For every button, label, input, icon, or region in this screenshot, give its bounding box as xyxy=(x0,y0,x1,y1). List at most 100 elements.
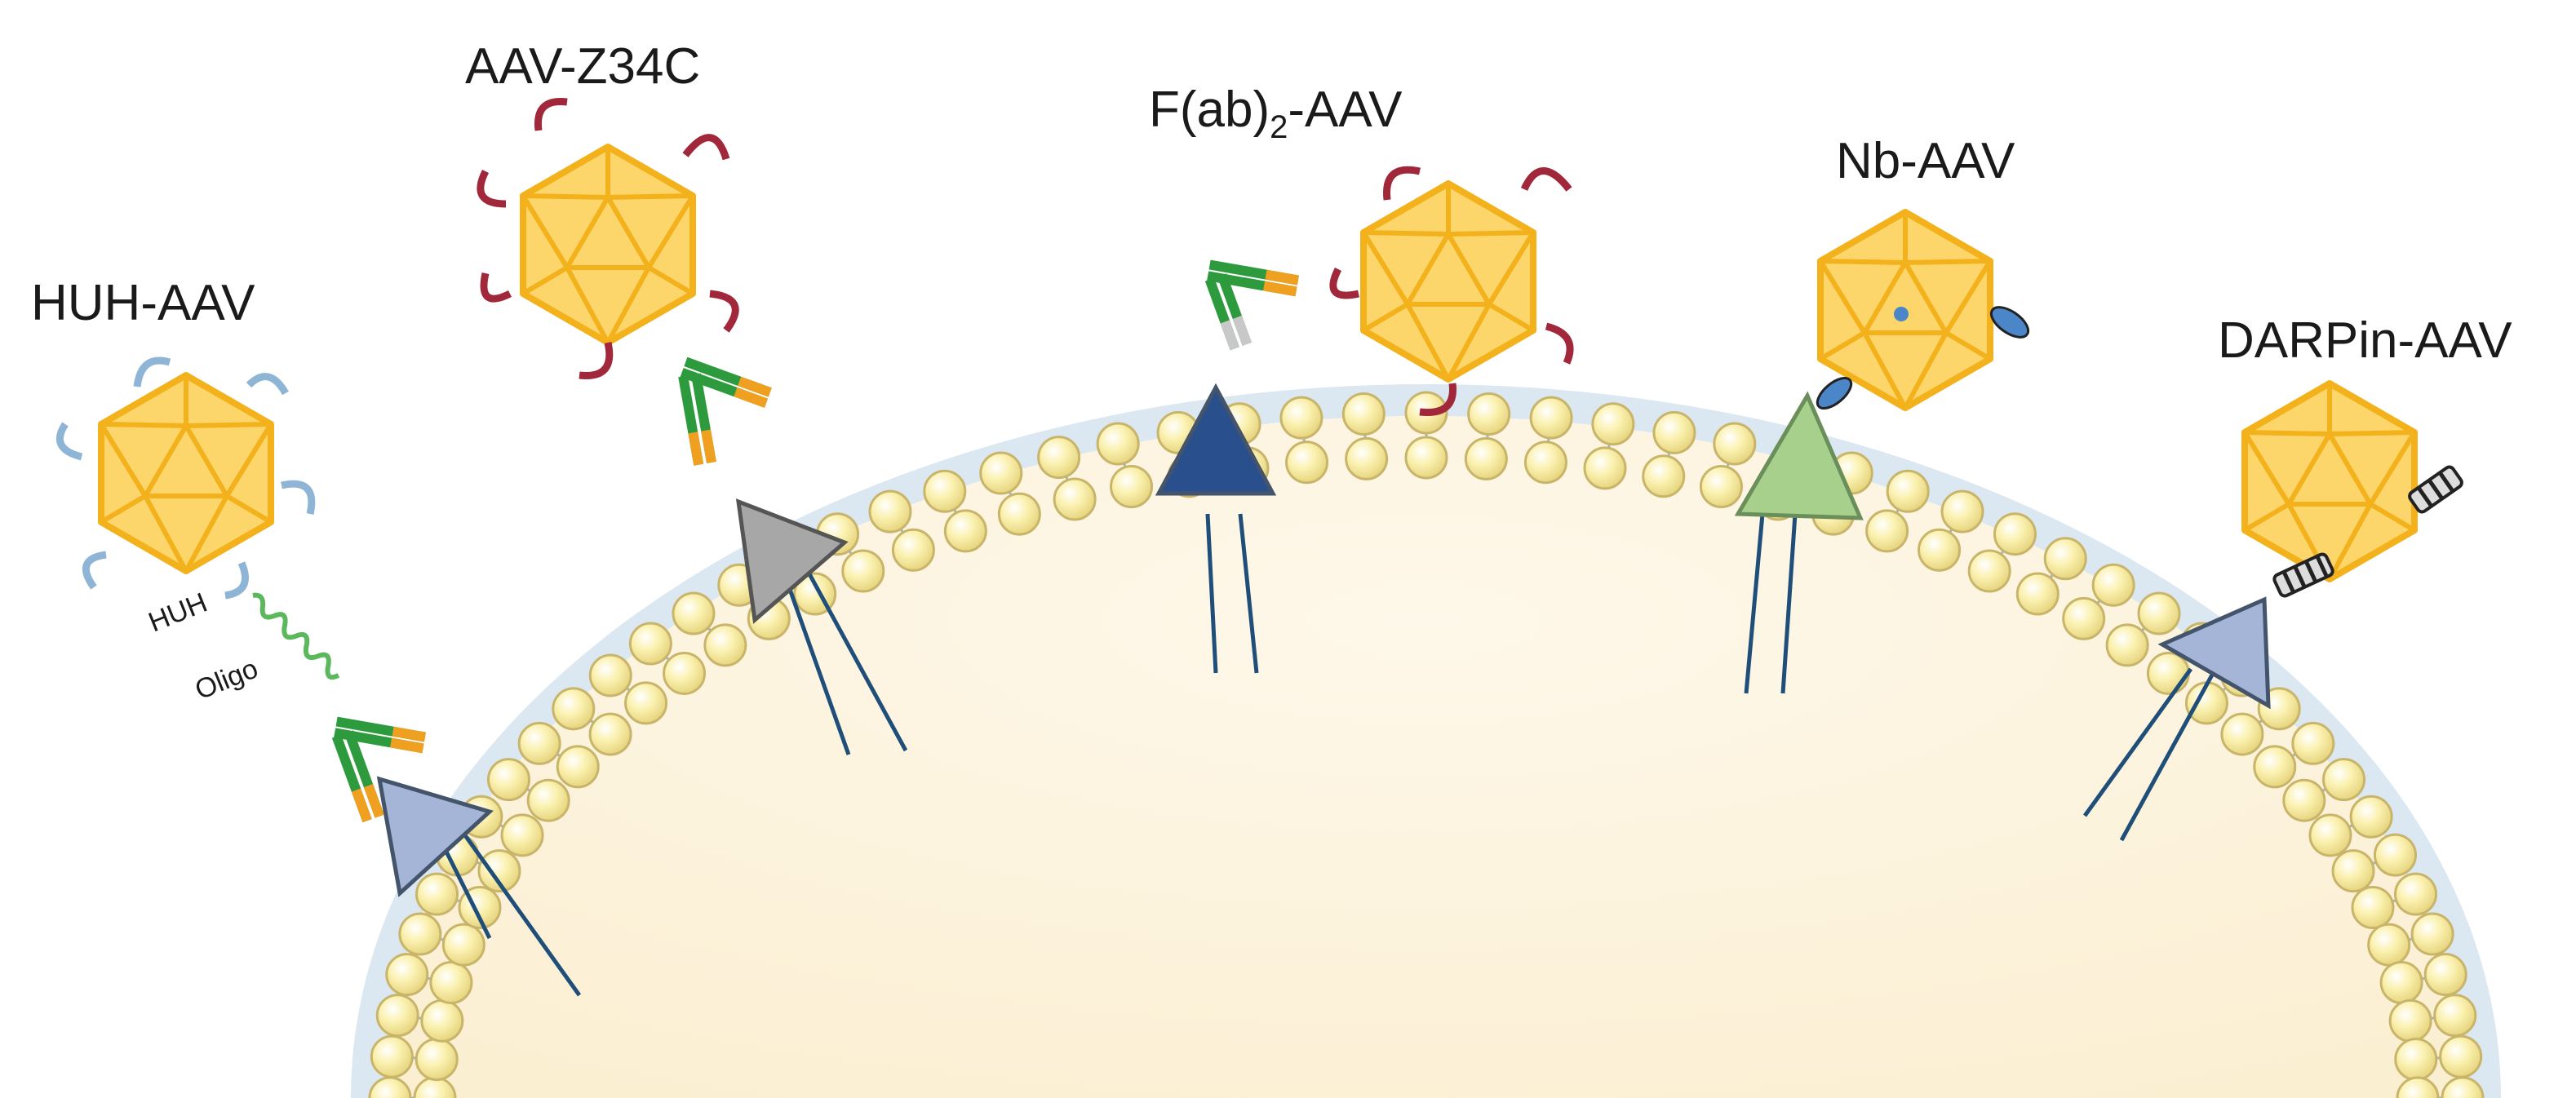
oligo-linker xyxy=(252,592,340,680)
lipid-head xyxy=(1285,441,1329,485)
aav-z34c-construct: AAV-Z34C xyxy=(465,38,783,466)
lipid-head xyxy=(526,778,570,822)
lipid-head xyxy=(1642,454,1686,498)
lipid-head xyxy=(1583,446,1627,490)
lipid-head xyxy=(370,1034,414,1078)
fab2-aav-construct: F(ab)2-AAV xyxy=(1149,82,1574,417)
lipid-head xyxy=(441,923,485,967)
lipid-head xyxy=(1865,509,1909,553)
nanobody-dot xyxy=(1894,307,1909,321)
lipid-head xyxy=(588,712,632,756)
lipid-head xyxy=(1345,436,1389,480)
lipid-head xyxy=(2282,778,2326,822)
lipid-head xyxy=(1341,392,1386,436)
lipid-head xyxy=(2439,1034,2483,1078)
lipid-head xyxy=(1037,436,1081,480)
lipid-head xyxy=(2291,721,2335,765)
darpin-bound xyxy=(2272,552,2334,598)
lipid-head xyxy=(2433,994,2477,1038)
darpin-aav-title: DARPin-AAV xyxy=(2218,312,2512,369)
lipid-head xyxy=(2322,758,2366,802)
lipid-head xyxy=(943,509,987,553)
lipid-head xyxy=(2349,795,2393,839)
lipid-head xyxy=(2220,712,2264,756)
darpin-capsid xyxy=(2245,383,2414,579)
darpin-aav-construct: DARPin-AAV xyxy=(2218,312,2512,598)
z34c-antibody xyxy=(675,343,783,466)
lipid-head xyxy=(2410,912,2454,956)
lipid-head xyxy=(415,1038,459,1082)
lipid-head xyxy=(628,622,672,666)
lipid-head xyxy=(2388,998,2432,1043)
lipid-head xyxy=(1713,422,1757,466)
lipid-head xyxy=(624,681,668,725)
lipid-head xyxy=(1053,477,1097,521)
fab2-title-main: F(ab) xyxy=(1149,82,1270,138)
lipid-head xyxy=(2253,745,2297,789)
cell-membrane xyxy=(351,384,2501,1098)
huh-aav-construct: HUH Oligo HUH-AAV xyxy=(31,275,448,823)
lipid-head xyxy=(997,492,1041,536)
huh-label: HUH xyxy=(144,587,212,639)
lipid-head xyxy=(415,872,459,916)
z34c-loops xyxy=(477,97,739,379)
lipid-head xyxy=(2105,623,2149,667)
lipid-head xyxy=(1699,465,1743,509)
lipid-head xyxy=(979,451,1023,495)
receptor-2 xyxy=(735,498,908,755)
lipid-head xyxy=(2331,849,2375,893)
receptor-1 xyxy=(376,776,582,997)
fab2-title-suffix: -AAV xyxy=(1288,82,1403,138)
nb-aav-title: Nb-AAV xyxy=(1836,133,2015,189)
receptor-4 xyxy=(1734,391,1864,694)
aav-z34c-title: AAV-Z34C xyxy=(465,38,700,95)
lipid-head xyxy=(1886,469,1930,513)
fab2-aav-title: F(ab)2-AAV xyxy=(1149,82,1403,145)
lipid-head xyxy=(841,549,885,593)
receptor-5 xyxy=(2082,596,2271,842)
lipid-head xyxy=(1591,402,1635,446)
lipid-head xyxy=(517,721,561,765)
lipid-head xyxy=(2091,563,2135,607)
lipid-head xyxy=(1464,436,1508,480)
huh-aav-title: HUH-AAV xyxy=(31,275,255,331)
z34c-capsid xyxy=(523,147,693,343)
lipid-head xyxy=(2367,923,2411,967)
lipid-head xyxy=(2015,572,2059,616)
fab2-capsid xyxy=(1363,184,1533,379)
lipid-head xyxy=(1529,396,1573,440)
lipid-head xyxy=(500,813,544,857)
lipid-head xyxy=(923,469,967,513)
lipid-head xyxy=(2396,1076,2440,1098)
lipid-head xyxy=(1404,436,1448,480)
lipid-head xyxy=(703,623,747,667)
lipid-head xyxy=(477,849,521,893)
lipid-head xyxy=(486,758,530,802)
lipid-head xyxy=(2351,885,2395,929)
lipid-head xyxy=(672,591,716,635)
lipid-head xyxy=(1918,528,1962,572)
oligo-label: Oligo xyxy=(191,653,263,706)
lipid-head xyxy=(2441,1076,2485,1098)
lipid-head xyxy=(2393,872,2437,916)
lipid-head xyxy=(1110,465,1154,509)
lipid-head xyxy=(1993,512,2037,556)
cell-interior xyxy=(384,415,2464,1098)
lipid-head xyxy=(552,687,596,731)
fab2-loops xyxy=(1329,166,1574,417)
huh-aav-capsid xyxy=(101,375,271,571)
nb-aav-construct: Nb-AAV xyxy=(1816,133,2030,414)
lipid-head xyxy=(1652,410,1696,454)
fab2-fragment xyxy=(1204,259,1299,351)
lipid-head xyxy=(556,745,600,789)
lipid-head xyxy=(1967,549,2011,593)
lipid-head xyxy=(1096,422,1140,466)
lipid-head xyxy=(2043,537,2087,581)
lipid-head xyxy=(2137,591,2181,635)
lipid-head xyxy=(2423,953,2467,997)
lipid-head xyxy=(2308,813,2352,857)
lipid-head xyxy=(891,528,935,572)
lipid-head xyxy=(385,953,429,997)
lipid-head xyxy=(1523,441,1567,485)
